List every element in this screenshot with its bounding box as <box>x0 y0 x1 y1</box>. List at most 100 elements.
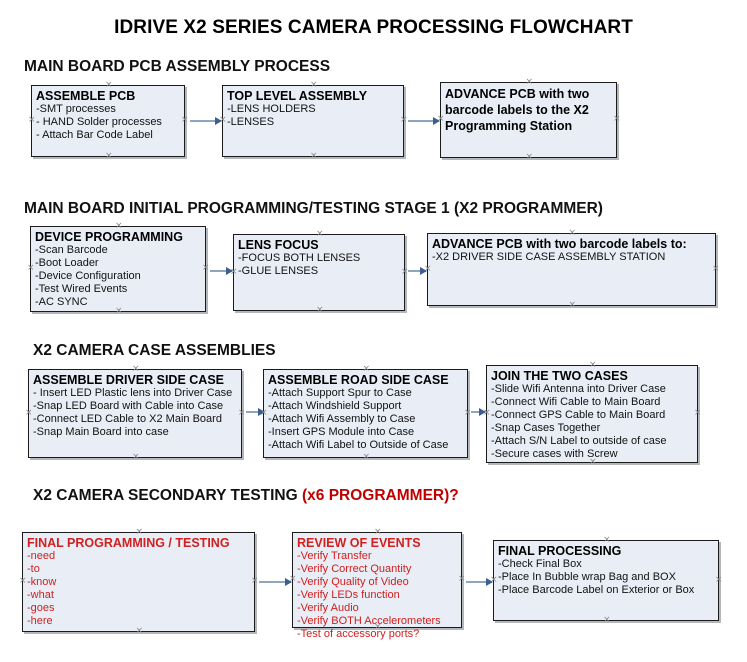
node-join-the-two-cases[interactable]: JOIN THE TWO CASES -Slide Wifi Antenna i… <box>483 360 702 467</box>
resize-handle-bottom[interactable]: × <box>603 615 611 625</box>
node-line: -Connect Wifi Cable to Main Board <box>491 396 661 408</box>
node-line: -GLUE LENSES <box>238 265 319 277</box>
resize-handle-bottom[interactable]: × <box>132 452 140 462</box>
resize-handle-right[interactable]: × <box>238 407 246 418</box>
node-lens-focus[interactable]: LENS FOCUS -FOCUS BOTH LENSES -GLUE LENS… <box>230 229 409 315</box>
node-line: -to <box>27 563 40 575</box>
node-line: -here <box>27 615 53 627</box>
resize-handle-bottom[interactable]: × <box>568 300 577 310</box>
section-heading-text: X2 CAMERA SECONDARY TESTING <box>33 487 302 504</box>
node-line: -know <box>27 576 57 588</box>
node-line: -AC SYNC <box>35 296 88 308</box>
resize-handle-left[interactable]: × <box>19 576 27 586</box>
node-line: -Snap LED Board with Cable into Case <box>33 400 224 412</box>
connector-review-to-final-processing <box>466 578 493 586</box>
node-line: -Verify Correct Quantity <box>297 563 412 575</box>
connector-lens-focus-to-advance-pcb <box>408 267 427 275</box>
resize-handle-right[interactable]: × <box>712 263 720 274</box>
connector-driver-case-to-road-case <box>246 408 265 416</box>
resize-handle-right[interactable]: × <box>251 576 259 586</box>
page-title: IDRIVE X2 SERIES CAMERA PROCESSING FLOWC… <box>114 17 633 38</box>
resize-handle-bottom[interactable]: × <box>362 452 371 462</box>
node-final-processing[interactable]: FINAL PROCESSING -Check Final Box -Place… <box>490 535 723 625</box>
resize-handle-left[interactable]: × <box>27 263 35 273</box>
section-heading-text: MAIN BOARD PCB ASSEMBLY PROCESS <box>24 58 331 75</box>
arrowhead-icon <box>226 267 233 275</box>
resize-handle-bottom[interactable]: × <box>115 306 123 316</box>
resize-handle-top[interactable]: × <box>132 364 140 374</box>
resize-handle-right[interactable]: × <box>458 574 466 584</box>
resize-handle-top[interactable]: × <box>135 527 144 537</box>
resize-handle-top[interactable]: × <box>603 535 611 545</box>
resize-handle-right[interactable]: × <box>613 114 621 124</box>
resize-handle-left[interactable]: × <box>25 407 33 418</box>
resize-handle-top[interactable]: × <box>310 80 318 90</box>
node-title: FINAL PROCESSING <box>498 544 622 558</box>
resize-handle-bottom[interactable]: × <box>525 152 534 162</box>
resize-handle-top[interactable]: × <box>525 77 534 87</box>
resize-handle-bottom[interactable]: × <box>310 151 318 161</box>
section-heading-main-board-pcb-assembly: MAIN BOARD PCB ASSEMBLY PROCESS <box>24 58 330 76</box>
resize-handle-right[interactable]: × <box>694 408 702 418</box>
resize-handle-right[interactable]: × <box>202 263 210 273</box>
node-line: -LENS HOLDERS <box>227 103 316 115</box>
resize-handle-right[interactable]: × <box>401 266 409 277</box>
resize-handle-right[interactable]: × <box>464 407 472 418</box>
node-line: -Attach Wifi Label to Outside of Case <box>268 439 449 451</box>
node-final-programming-testing[interactable]: FINAL PROGRAMMING / TESTING -need -to -k… <box>19 527 259 636</box>
node-assemble-pcb[interactable]: ASSEMBLE PCB -SMT processes - HAND Solde… <box>28 80 189 161</box>
resize-handle-top[interactable]: × <box>105 80 113 90</box>
resize-handle-top[interactable]: × <box>115 221 123 231</box>
node-line: -Place Barcode Label on Exterior or Box <box>498 584 695 596</box>
resize-handle-top[interactable]: × <box>374 527 382 537</box>
resize-handle-right[interactable]: × <box>400 115 408 125</box>
connector-top-level-to-advance-pcb <box>408 117 440 125</box>
resize-handle-bottom[interactable]: × <box>316 305 324 315</box>
node-line: -X2 DRIVER SIDE CASE ASSEMBLY STATION <box>432 251 666 263</box>
node-title: ADVANCE PCB with two barcode labels to t… <box>445 87 590 133</box>
node-line: -need <box>27 550 56 562</box>
resize-handle-top[interactable]: × <box>589 360 597 370</box>
connector-device-programming-to-lens-focus <box>210 267 233 275</box>
node-line: -LENSES <box>227 116 275 128</box>
node-line: -Insert GPS Module into Case <box>268 426 415 438</box>
arrowhead-icon <box>420 267 427 275</box>
node-review-of-events[interactable]: REVIEW OF EVENTS -Verify Transfer -Verif… <box>289 527 466 641</box>
node-line: -Test of accessory ports? <box>297 628 420 640</box>
section-heading-x2-camera-case-assemblies: X2 CAMERA CASE ASSEMBLIES <box>33 342 276 360</box>
node-advance-pcb-to-x2-programming-station[interactable]: ADVANCE PCB with two barcode labels to t… <box>437 77 621 162</box>
node-title: ASSEMBLE DRIVER SIDE CASE <box>33 373 225 387</box>
node-line: -Snap Main Board into case <box>33 426 169 438</box>
node-line: -Scan Barcode <box>35 244 108 256</box>
node-line: -Attach Support Spur to Case <box>268 387 412 399</box>
section-heading-text: MAIN BOARD INITIAL PROGRAMMING/TESTING S… <box>24 200 603 217</box>
resize-handle-left[interactable]: × <box>28 115 36 125</box>
resize-handle-bottom[interactable]: × <box>105 151 113 161</box>
resize-handle-top[interactable]: × <box>362 364 371 374</box>
arrowhead-icon <box>479 408 486 416</box>
node-line: -Connect LED Cable to X2 Main Board <box>33 413 222 425</box>
node-title: REVIEW OF EVENTS <box>297 536 421 550</box>
node-advance-pcb-to-driver-side-case[interactable]: ADVANCE PCB with two barcode labels to: … <box>424 228 720 310</box>
connector-road-case-to-join-cases <box>471 408 486 416</box>
node-assemble-road-side-case[interactable]: ASSEMBLE ROAD SIDE CASE -Attach Support … <box>260 364 472 462</box>
node-line: -Connect GPS Cable to Main Board <box>491 409 666 421</box>
node-top-level-assembly[interactable]: TOP LEVEL ASSEMBLY -LENS HOLDERS -LENSES… <box>219 80 408 161</box>
resize-handle-right[interactable]: × <box>181 115 189 125</box>
node-assemble-driver-side-case[interactable]: ASSEMBLE DRIVER SIDE CASE - Insert LED P… <box>25 364 246 462</box>
node-line: -Place In Bubble wrap Bag and BOX <box>498 571 676 583</box>
resize-handle-top[interactable]: × <box>568 228 577 238</box>
node-line: - HAND Solder processes <box>36 116 162 128</box>
resize-handle-top[interactable]: × <box>316 229 324 239</box>
node-title: JOIN THE TWO CASES <box>491 369 628 383</box>
node-line: -Verify Transfer <box>297 550 372 562</box>
arrowhead-icon <box>258 408 265 416</box>
node-line: -FOCUS BOTH LENSES <box>238 252 361 264</box>
node-device-programming[interactable]: DEVICE PROGRAMMING -Scan Barcode -Boot L… <box>27 221 210 316</box>
resize-handle-right[interactable]: × <box>715 574 723 585</box>
arrowhead-icon <box>433 117 440 125</box>
resize-handle-bottom[interactable]: × <box>135 626 144 636</box>
node-title: TOP LEVEL ASSEMBLY <box>227 89 368 103</box>
node-line: -Attach Windshield Support <box>268 400 402 412</box>
node-title: ASSEMBLE ROAD SIDE CASE <box>268 373 449 387</box>
